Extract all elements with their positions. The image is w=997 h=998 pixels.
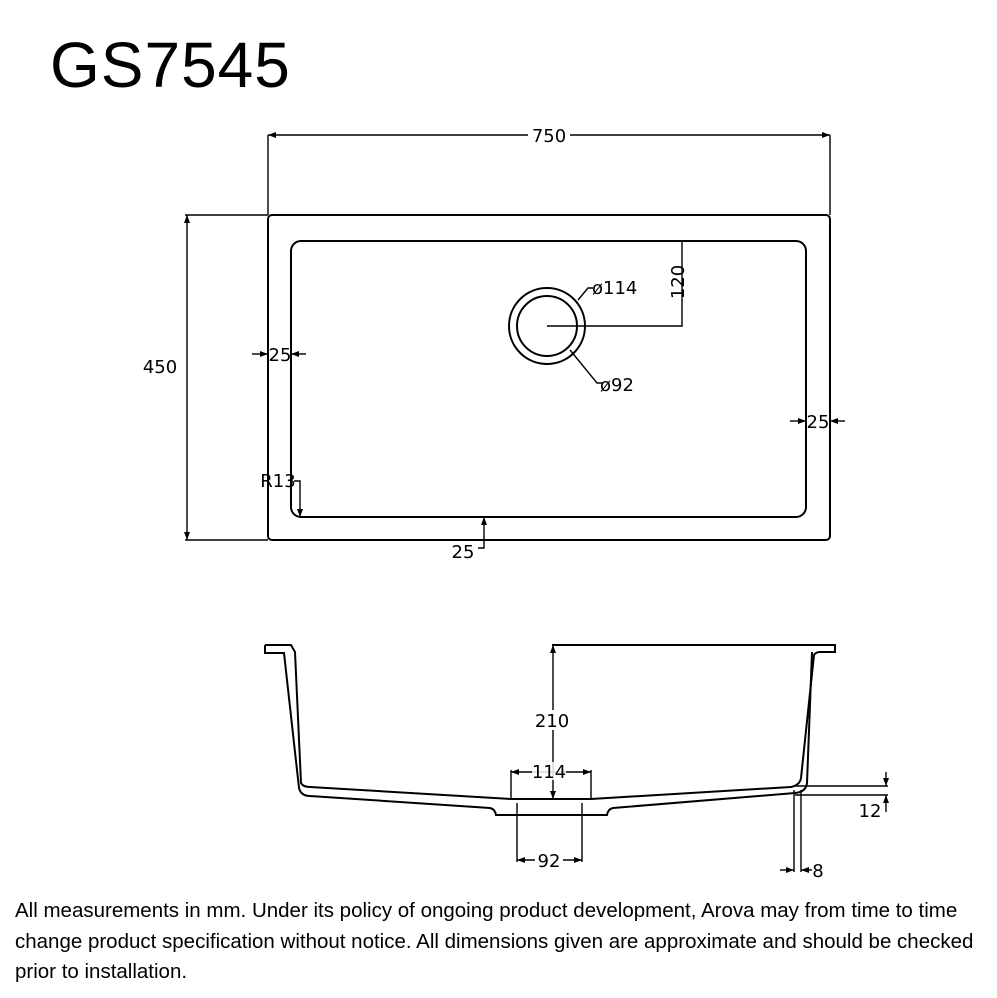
bottom-rim-dimension: 25: [452, 517, 487, 563]
wall-thickness-label: 8: [812, 861, 823, 882]
drain-offset-label: 120: [668, 265, 689, 299]
right-rim-dimension: 25: [790, 412, 845, 433]
top-view: 750 450 120 ø114 ø92 25: [143, 124, 845, 563]
width-dim-label: 750: [532, 126, 566, 147]
section-view: 210 114 92 12: [264, 644, 889, 882]
drain-flange-dimension: 114: [510, 762, 592, 799]
depth-label: 210: [535, 711, 569, 732]
drain-pipe-label: 92: [538, 851, 561, 872]
product-code-title: GS7545: [50, 29, 291, 101]
disclaimer-text: All measurements in mm. Under its policy…: [15, 899, 974, 983]
height-dimension: 450: [143, 214, 268, 541]
drain-hole: 120 ø114 ø92: [508, 241, 689, 396]
base-thickness-dimension: 12: [795, 772, 889, 822]
left-rim-label: 25: [269, 345, 292, 366]
wall-thickness-dimension: 8: [780, 790, 824, 882]
sink-inner-profile: [265, 644, 836, 800]
bottom-rim-label: 25: [452, 542, 475, 563]
sink-outer-profile: [264, 645, 813, 816]
drain-flange-label: 114: [532, 762, 566, 783]
height-dim-label: 450: [143, 357, 177, 378]
outer-drain-label: ø114: [592, 278, 637, 299]
left-rim-dimension: 25: [252, 345, 306, 366]
sink-outer-outline: [267, 214, 831, 541]
base-thickness-label: 12: [859, 801, 882, 822]
width-dimension: 750: [267, 124, 831, 215]
bowl-inner-outline: [290, 240, 807, 518]
drain-pipe-dimension: 92: [516, 803, 583, 872]
inner-drain-label: ø92: [600, 375, 634, 396]
corner-radius-label: R13: [260, 471, 295, 492]
depth-dimension: 210: [535, 645, 571, 799]
right-rim-label: 25: [807, 412, 830, 433]
corner-radius-dimension: R13: [260, 471, 303, 517]
